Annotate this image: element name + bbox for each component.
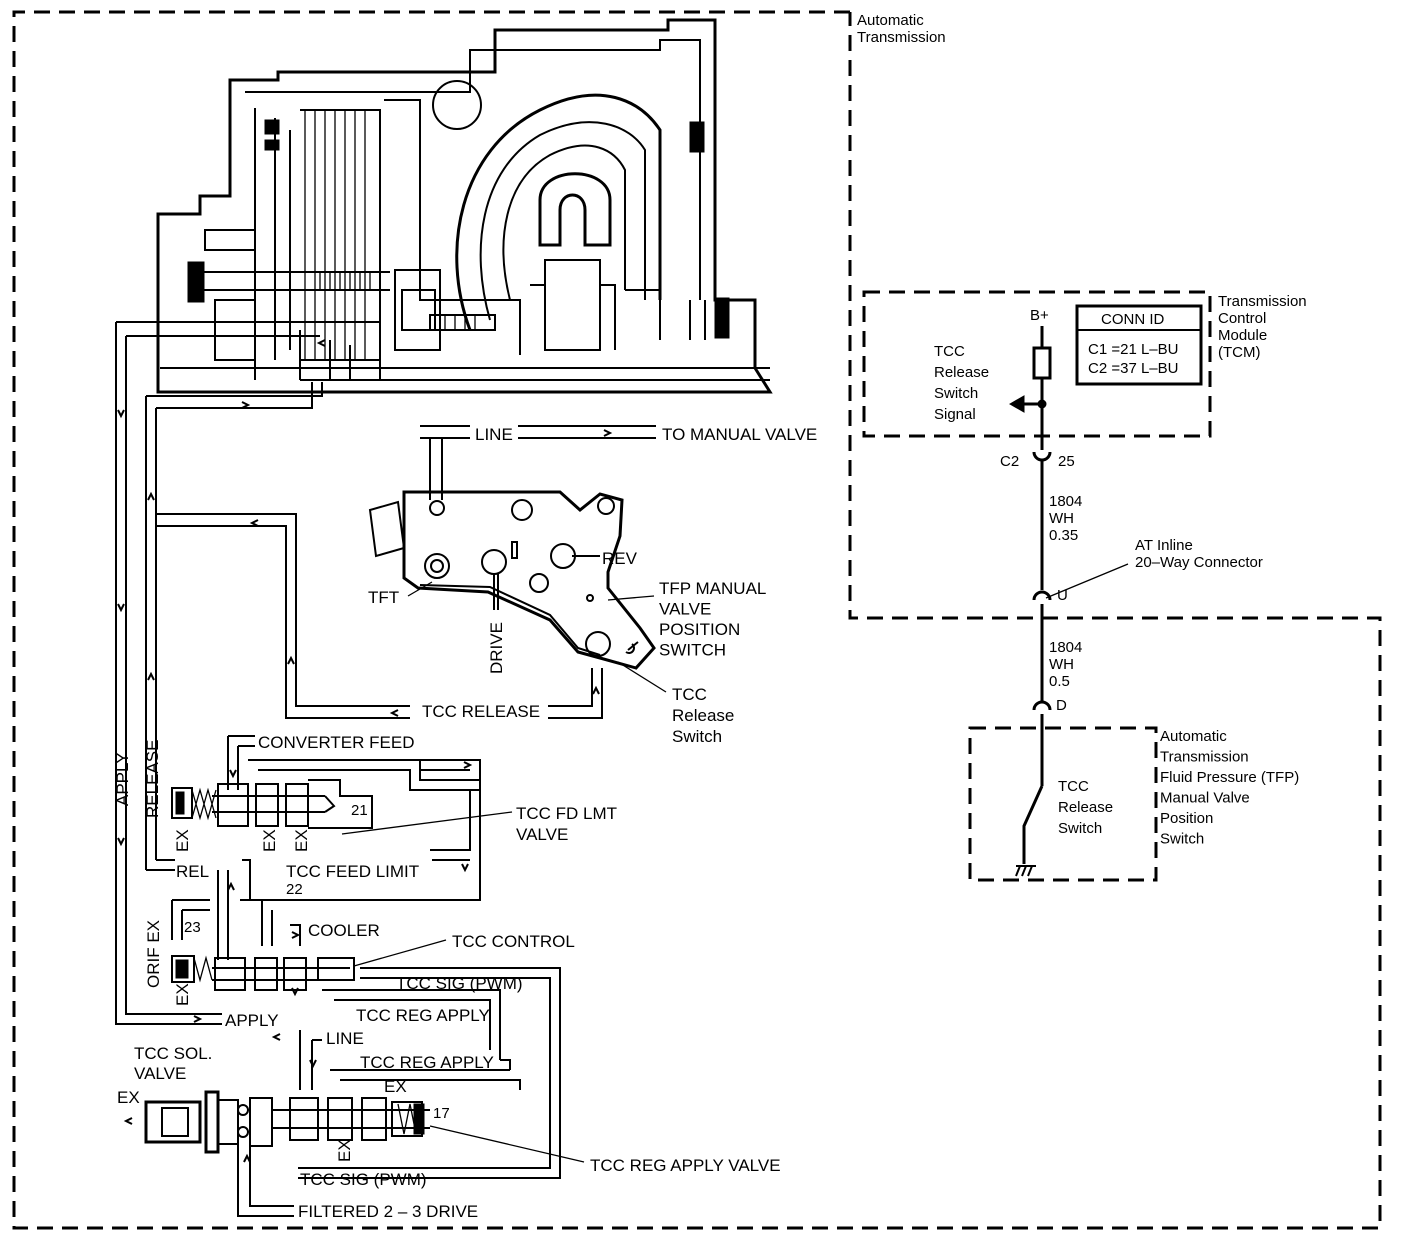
conn-id-box	[1075, 304, 1203, 386]
label-pin-d: D	[1056, 697, 1067, 714]
electrical-circuit	[1008, 326, 1052, 877]
label-tcc-sol-valve: TCC SOL.VALVE	[134, 1044, 212, 1083]
label-22: 22	[286, 881, 303, 898]
label-ex-fd-1: EX	[173, 829, 192, 852]
tcc-solenoid-valve	[144, 1090, 273, 1154]
conn-id-title: CONN ID	[1101, 311, 1165, 328]
label-tcc-release-passage: TCC RELEASE	[422, 702, 540, 721]
label-orif-ex: ORIF EX	[144, 920, 163, 988]
label-ex-reg-lower: EX	[335, 1139, 354, 1162]
tfp-switch-boundary	[968, 726, 1158, 882]
label-tcc-reg-apply-valve: TCC REG APPLY VALVE	[590, 1156, 781, 1175]
label-line-lower: LINE	[326, 1029, 364, 1048]
label-tcc-sig-pwm-lower: TCC SIG (PWM)	[300, 1170, 427, 1189]
tcc-reg-apply-valve	[272, 1097, 430, 1141]
label-tcc-sig-pwm-upper: TCC SIG (PWM)	[396, 974, 523, 993]
label-ex-fd-2: EX	[260, 829, 279, 852]
label-apply-vertical: APPLY	[113, 752, 132, 806]
label-ex-control: EX	[173, 983, 192, 1006]
label-converter-feed: CONVERTER FEED	[258, 733, 415, 752]
label-tft: TFT	[368, 588, 399, 607]
label-line: LINE	[475, 425, 513, 444]
conn-id-c2: C2 =37 L–BU	[1088, 360, 1178, 377]
label-tcc-reg-apply-2: TCC REG APPLY	[360, 1053, 494, 1072]
label-ex-reg-upper: EX	[384, 1077, 407, 1096]
label-to-manual-valve: TO MANUAL VALVE	[662, 425, 817, 444]
label-ex-fd-3: EX	[292, 829, 311, 852]
automatic-transmission-boundary	[12, 10, 1382, 1230]
label-21: 21	[351, 802, 368, 819]
label-23: 23	[184, 919, 201, 936]
label-drive: DRIVE	[487, 622, 506, 674]
label-tcc-feed-limit: TCC FEED LIMIT	[286, 862, 419, 881]
flow-arrows	[117, 339, 613, 1163]
leader-lines	[341, 563, 1129, 1163]
label-rev: REV	[602, 549, 638, 568]
label-apply: APPLY	[225, 1011, 279, 1030]
label-filtered-2-3-drive: FILTERED 2 – 3 DRIVE	[298, 1202, 478, 1221]
manual-valve-body	[368, 490, 656, 670]
transmission-cutaway	[156, 18, 773, 394]
label-17: 17	[433, 1105, 450, 1122]
tcm-boundary	[862, 290, 1212, 438]
tcc-control-valve	[171, 955, 355, 991]
label-tcc-control: TCC CONTROL	[452, 932, 575, 951]
label-release-vertical: RELEASE	[143, 740, 162, 818]
label-ex-sol: EX	[117, 1088, 140, 1107]
label-pin-u: U	[1057, 587, 1068, 604]
tcc-fd-lmt-valve	[171, 779, 373, 829]
label-pin-25: 25	[1058, 453, 1075, 470]
label-b-plus: B+	[1030, 307, 1049, 324]
label-rel: REL	[176, 862, 209, 881]
label-tcc-reg-apply-1: TCC REG APPLY	[356, 1006, 490, 1025]
label-connector-c2: C2	[1000, 453, 1019, 470]
conn-id-c1: C1 =21 L–BU	[1088, 341, 1178, 358]
label-cooler: COOLER	[308, 921, 380, 940]
